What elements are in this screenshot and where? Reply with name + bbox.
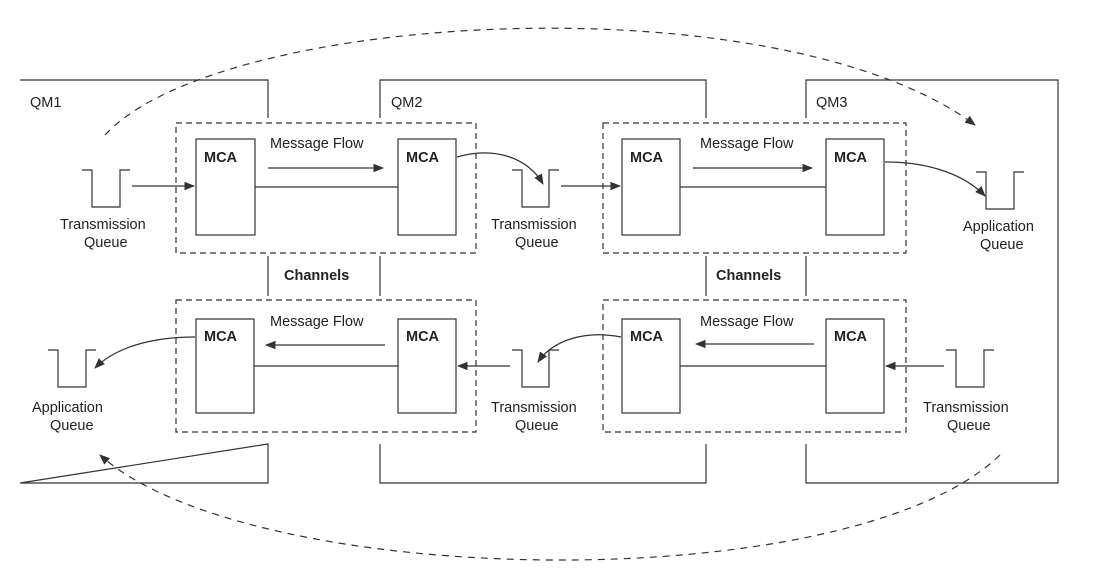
queue-label: Application [32, 400, 103, 416]
queue-label: Queue [515, 235, 559, 251]
mca-label: MCA [406, 150, 440, 166]
top-overlay-arc [104, 27, 976, 136]
message-flow-label: Message Flow [270, 136, 364, 152]
qm3-label: QM3 [816, 95, 847, 111]
queue-label: Queue [515, 418, 559, 434]
mca-label: MCA [630, 150, 664, 166]
message-flow-label: Message Flow [700, 314, 794, 330]
message-flow-label: Message Flow [700, 136, 794, 152]
qm2-boundary [379, 79, 707, 484]
queue-label: Transmission [491, 400, 577, 416]
transmission-queue-icon [512, 349, 559, 388]
mca-to-queue-arrow [537, 334, 622, 363]
queue-label: Transmission [60, 217, 146, 233]
channel-box-bottom-right [602, 299, 907, 433]
transmission-queue-icon [82, 169, 130, 208]
qm3-boundary [805, 79, 1059, 484]
qm1-label: QM1 [30, 95, 61, 111]
mca-label: MCA [406, 329, 440, 345]
mca-label: MCA [834, 150, 868, 166]
mca-label: MCA [204, 329, 238, 345]
channels-label: Channels [716, 268, 781, 284]
bottom-overlay-arc [99, 454, 1001, 561]
queue-label: Queue [50, 418, 94, 434]
mca-label: MCA [204, 150, 238, 166]
queue-label: Transmission [491, 217, 577, 233]
queue-label: Queue [84, 235, 128, 251]
queue-label: Application [963, 219, 1034, 235]
transmission-queue-icon [512, 169, 559, 208]
channel-box-top-right [602, 122, 907, 254]
message-flow-label: Message Flow [270, 314, 364, 330]
transmission-queue-icon [946, 349, 994, 388]
mca-to-queue-arrow [94, 336, 196, 369]
mca-label: MCA [834, 329, 868, 345]
queue-label: Queue [980, 237, 1024, 253]
queue-manager-boundary [19, 79, 269, 484]
qm2-label: QM2 [391, 95, 422, 111]
application-queue-icon [976, 171, 1024, 210]
channel-box-top-left [175, 122, 477, 254]
application-queue-icon [48, 349, 96, 388]
mca-label: MCA [630, 329, 664, 345]
queue-label: Transmission [923, 400, 1009, 416]
queue-label: Queue [947, 418, 991, 434]
mca-to-queue-arrow [884, 161, 986, 197]
channels-label: Channels [284, 268, 349, 284]
mca-to-queue-arrow [456, 152, 544, 185]
